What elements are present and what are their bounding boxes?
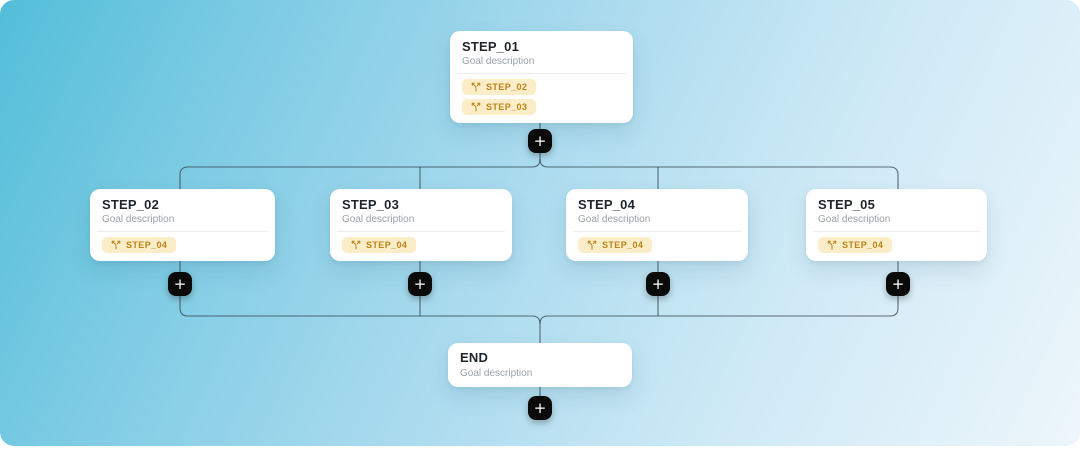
node-title: STEP_04 (578, 197, 636, 212)
node-title: STEP_02 (102, 197, 160, 212)
branch-icon (471, 82, 481, 92)
node-title: STEP_05 (818, 197, 876, 212)
next-step-badge: STEP_02 (462, 79, 537, 95)
node-description: Goal description (578, 214, 651, 225)
node-description: Goal description (460, 368, 533, 379)
card-divider (573, 231, 741, 232)
card-divider (337, 231, 505, 232)
node-card-end[interactable]: END Goal description (448, 343, 632, 387)
next-step-badge: STEP_04 (102, 237, 177, 253)
branch-icon (587, 240, 597, 250)
next-step-badge: STEP_04 (818, 237, 893, 253)
next-step-badges: STEP_04 (818, 237, 975, 253)
node-card-step-02[interactable]: STEP_02 Goal description STEP_04 (90, 189, 275, 261)
node-title: STEP_01 (462, 39, 520, 54)
card-divider (813, 231, 980, 232)
branch-icon (471, 102, 481, 112)
next-step-badges: STEP_04 (342, 237, 500, 253)
card-divider (457, 73, 626, 74)
next-step-badge: STEP_04 (342, 237, 417, 253)
add-step-button[interactable]: + (168, 272, 192, 296)
add-step-button[interactable]: + (528, 396, 552, 420)
next-step-badge-label: STEP_03 (486, 101, 528, 112)
add-step-button[interactable]: + (646, 272, 670, 296)
next-step-badge: STEP_03 (462, 99, 537, 115)
node-description: Goal description (818, 214, 891, 225)
add-step-button[interactable]: + (408, 272, 432, 296)
next-step-badges: STEP_02 STEP_03 (462, 79, 621, 115)
next-step-badges: STEP_04 (102, 237, 263, 253)
next-step-badges: STEP_04 (578, 237, 736, 253)
node-card-step-05[interactable]: STEP_05 Goal description STEP_04 (806, 189, 987, 261)
next-step-badge-label: STEP_04 (842, 239, 884, 250)
next-step-badge-label: STEP_04 (366, 239, 408, 250)
node-card-step-01[interactable]: STEP_01 Goal description STEP_02 STEP_03 (450, 31, 633, 123)
next-step-badge-label: STEP_04 (126, 239, 168, 250)
add-step-button[interactable]: + (528, 129, 552, 153)
node-card-step-04[interactable]: STEP_04 Goal description STEP_04 (566, 189, 748, 261)
branch-icon (827, 240, 837, 250)
next-step-badge-label: STEP_02 (486, 81, 528, 92)
card-divider (97, 231, 268, 232)
node-description: Goal description (102, 214, 175, 225)
next-step-badge: STEP_04 (578, 237, 653, 253)
node-description: Goal description (462, 56, 535, 67)
add-step-button[interactable]: + (886, 272, 910, 296)
branch-icon (351, 240, 361, 250)
branch-icon (111, 240, 121, 250)
node-title: END (460, 350, 489, 365)
node-title: STEP_03 (342, 197, 400, 212)
node-description: Goal description (342, 214, 415, 225)
next-step-badge-label: STEP_04 (602, 239, 644, 250)
node-card-step-03[interactable]: STEP_03 Goal description STEP_04 (330, 189, 512, 261)
